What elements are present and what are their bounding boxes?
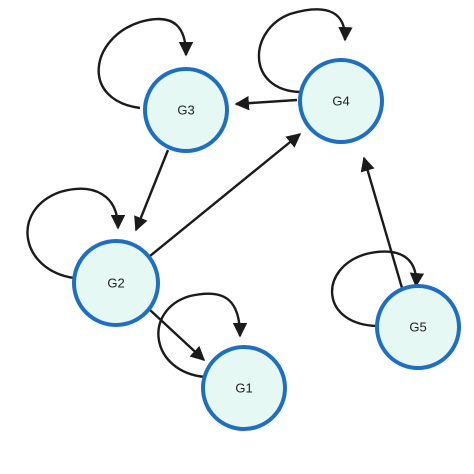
node-g5-label: G5 <box>409 320 426 335</box>
edge-g3-to-g2 <box>134 149 170 232</box>
node-g2-label: G2 <box>107 276 124 291</box>
node-g5[interactable]: G5 <box>375 284 461 370</box>
edge-g5-self-loop <box>330 250 425 328</box>
edge-g2-to-g4 <box>149 133 302 257</box>
node-g1[interactable]: G1 <box>201 345 287 431</box>
node-g2[interactable]: G2 <box>72 239 160 327</box>
node-g4[interactable]: G4 <box>298 58 384 144</box>
edge-g1-self-loop <box>157 292 248 379</box>
node-g3-circle <box>143 67 229 153</box>
node-g1-label: G1 <box>235 381 252 396</box>
node-g4-label: G4 <box>332 94 349 109</box>
edge-g2-to-g1 <box>149 309 206 361</box>
node-g3[interactable]: G3 <box>143 67 229 153</box>
node-g3-label: G3 <box>177 103 194 118</box>
edge-g4-self-loop <box>257 8 353 94</box>
edge-g5-to-g4 <box>360 156 404 289</box>
node-g5-circle <box>375 284 461 370</box>
edge-g2-self-loop <box>26 187 126 280</box>
edge-g4-to-g3 <box>234 95 298 111</box>
edge-g3-self-loop <box>97 17 194 110</box>
node-g4-circle <box>298 58 384 144</box>
node-g2-circle <box>72 239 160 327</box>
node-g1-circle <box>201 345 287 431</box>
